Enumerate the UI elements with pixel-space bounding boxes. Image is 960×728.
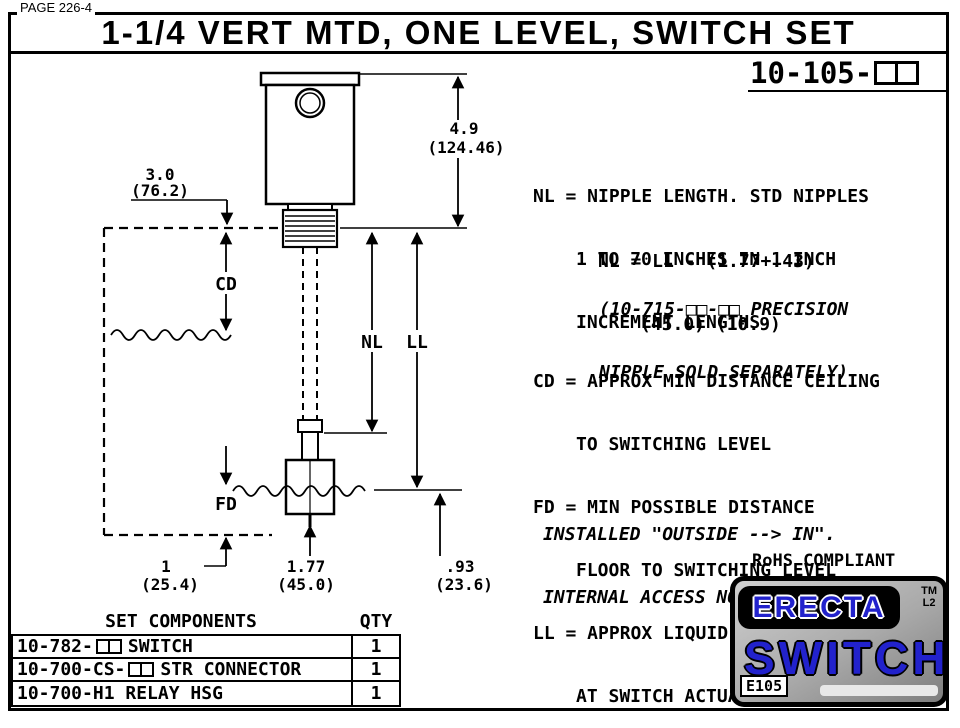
title-bar: 1-1/4 VERT MTD, ONE LEVEL, SWITCH SET	[11, 14, 946, 54]
component-part-prefix: 10-700-H1 RELAY HSG	[17, 683, 223, 704]
header-qty: QTY	[359, 611, 393, 632]
header-set-components: SET COMPONENTS	[105, 611, 257, 632]
table-row: 10-700-CS- STR CONNECTOR 1	[13, 659, 399, 682]
switch-housing	[259, 71, 361, 206]
components-table: 10-782- SWITCH 1 10-700-CS- STR CONNECTO…	[11, 634, 401, 707]
dim-3-0-mm: (76.2)	[131, 181, 189, 200]
dim-93-mm: (23.6)	[435, 575, 493, 594]
note-line: NIPPLE SOLD SEPARATELY)	[599, 362, 849, 383]
precision-nipple-note: (10-715-□□-□□ PRECISION NIPPLE SOLD SEPA…	[599, 257, 848, 404]
page-number-label: PAGE 226-4	[17, 0, 96, 15]
component-part-suffix: SWITCH	[127, 636, 193, 657]
component-part-prefix: 10-700-CS-	[17, 659, 126, 680]
tank-outline	[102, 226, 283, 537]
logo-l2-mark: L2	[922, 597, 936, 609]
stem	[302, 247, 318, 420]
upper-water-line	[110, 329, 232, 341]
components-table-header: SET COMPONENTS QTY	[11, 611, 401, 632]
dim-1-mm: (25.4)	[141, 575, 199, 594]
note-line: TO SWITCHING LEVEL	[576, 434, 772, 455]
mounting-nipple	[281, 203, 339, 249]
logo-tm-mark: TM	[921, 585, 937, 597]
note-line: (45.0) (10.9)	[640, 314, 781, 335]
fd-label: FD	[215, 494, 237, 515]
table-row: 10-700-H1 RELAY HSG 1	[13, 682, 399, 705]
note-line: NL = NIPPLE LENGTH. STD NIPPLES	[533, 186, 869, 207]
fitting-tube	[301, 431, 319, 461]
conduit-opening-inner	[299, 92, 321, 114]
note-line: (10-715-□□-□□ PRECISION	[599, 299, 849, 320]
cd-label: CD	[215, 274, 237, 295]
logo-erecta-bar: ERECTA	[738, 586, 900, 629]
component-name-cell: 10-782- SWITCH	[13, 636, 351, 657]
note-line: CD = APPROX MIN DISTANCE CEILING	[533, 371, 880, 392]
fill-in-box	[140, 662, 155, 677]
model-fill-in-box	[874, 61, 899, 85]
ll-label: LL	[406, 332, 428, 353]
fitting-collar	[297, 419, 323, 433]
nl-label: NL	[361, 332, 383, 353]
logo-erecta-text: ERECTA	[752, 590, 886, 624]
dim-93-in: .93	[446, 557, 475, 576]
model-number-underline	[748, 90, 946, 92]
housing-cap	[259, 71, 361, 87]
note-line: FD = MIN POSSIBLE DISTANCE	[533, 497, 815, 518]
lower-fitting	[297, 419, 323, 461]
logo-marks: TM L2	[921, 585, 937, 609]
dimension-lines	[219, 75, 465, 566]
component-name-cell: 10-700-H1 RELAY HSG	[13, 683, 351, 704]
nipple-length-formula: NL = LL - (1.77+.43) (45.0) (10.9)	[598, 209, 815, 356]
logo-background: ERECTA TM L2 SWITCH E105	[735, 581, 943, 702]
model-number: 10-105-	[750, 56, 920, 90]
note-line: FLOOR TO SWITCHING LEVEL	[576, 560, 837, 581]
page-title: 1-1/4 VERT MTD, ONE LEVEL, SWITCH SET	[101, 14, 856, 51]
component-name-cell: 10-700-CS- STR CONNECTOR	[13, 659, 351, 680]
logo-code-chip: E105	[740, 675, 789, 697]
nipple-length-note: NL = NIPPLE LENGTH. STD NIPPLES 1 TO 70 …	[533, 144, 869, 354]
dimension-labels: 4.9 (124.46) 3.0 (76.2) CD NL LL FD 1 (2…	[131, 119, 504, 594]
component-qty-cell: 1	[351, 682, 399, 705]
lower-water-line	[232, 485, 366, 497]
dim-177-in: 1.77	[287, 557, 326, 576]
note-line: INCREMENT LENGTHS	[576, 312, 761, 333]
extension-lines	[131, 73, 467, 567]
model-fill-in-box	[895, 61, 920, 85]
water-lines	[110, 329, 366, 497]
note-line: 1 TO 70 INCHES IN 1 INCH	[576, 249, 837, 270]
dim-4-9-in: 4.9	[450, 119, 479, 138]
model-number-prefix: 10-105-	[750, 56, 873, 90]
component-part-suffix: STR CONNECTOR	[160, 659, 302, 680]
fill-in-box	[107, 639, 122, 654]
dim-1-in: 1	[161, 557, 171, 576]
abbreviation-definitions: CD = APPROX MIN DISTANCE CEILING TO SWIT…	[533, 329, 880, 728]
logo-bottom-strip	[820, 685, 938, 696]
dim-177-mm: (45.0)	[277, 575, 335, 594]
component-qty-cell: 1	[351, 636, 399, 657]
page-border	[8, 12, 949, 711]
table-row: 10-782- SWITCH 1	[13, 636, 399, 659]
dimension-label-backgrounds	[210, 120, 504, 352]
dim-4-9-mm: (124.46)	[427, 138, 504, 157]
note-line: NL = LL - (1.77+.43)	[598, 251, 815, 272]
nipple-threads	[285, 215, 335, 242]
note-line: INSTALLED "OUTSIDE --> IN".	[543, 524, 836, 545]
component-part-prefix: 10-782-	[17, 636, 93, 657]
component-qty-cell: 1	[351, 659, 399, 680]
dim-3-0-in: 3.0	[146, 165, 175, 184]
erecta-switch-logo: ERECTA TM L2 SWITCH E105	[730, 576, 948, 707]
rohs-compliant-label: RoHS COMPLIANT	[752, 551, 896, 571]
